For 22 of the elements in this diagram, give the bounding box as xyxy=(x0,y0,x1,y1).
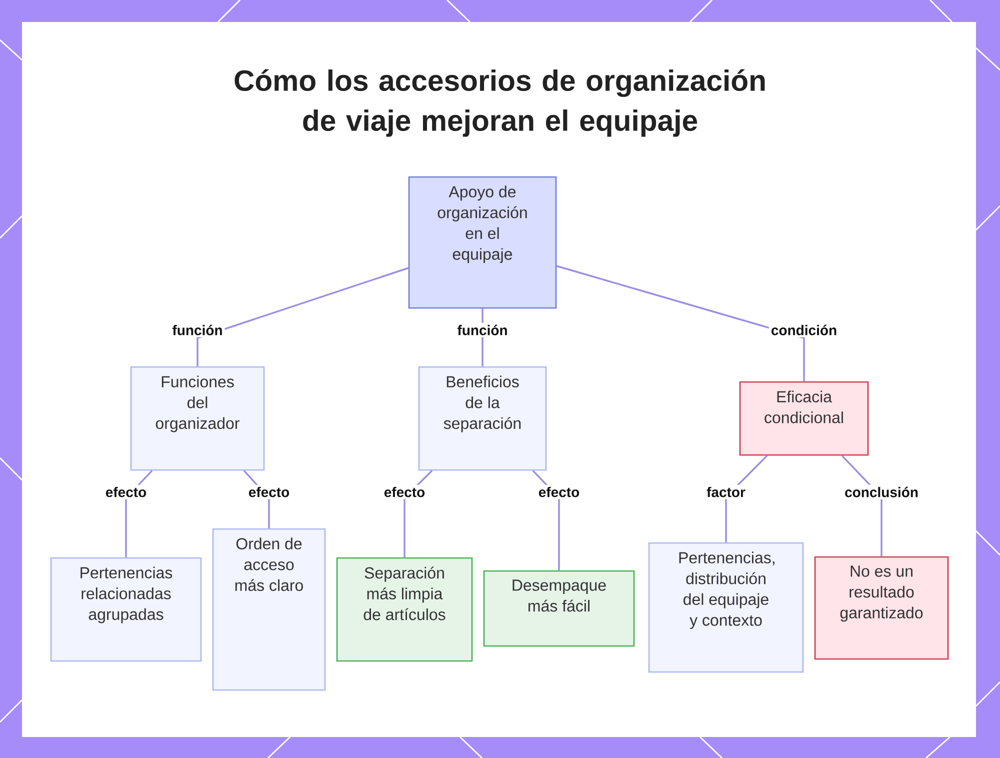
connector-line xyxy=(556,265,805,382)
concept-box: Apoyo de organización en el equipaje xyxy=(408,176,557,309)
title: Cómo los accesorios de organización de viaje mejoran el equipaje xyxy=(234,69,765,137)
edge-label: condición xyxy=(768,322,840,338)
edge-label: función xyxy=(170,322,225,338)
edge-label: factor xyxy=(704,484,748,500)
concept-box: Desempaque más fácil xyxy=(483,570,635,647)
concept-box: Pertenencias, distribución del equipaje y contexto xyxy=(648,542,804,673)
edge-label: conclusión xyxy=(842,484,920,500)
edge-label: efecto xyxy=(246,484,292,500)
concept-box: Beneficios de la separación xyxy=(418,366,547,471)
concept-box: Funciones del organizador xyxy=(130,366,265,471)
concept-box: Separación más limpia de artículos xyxy=(336,557,473,662)
edge-label: función xyxy=(455,322,510,338)
concept-box: Pertenencias relacionadas agrupadas xyxy=(50,557,202,662)
edge-label: efecto xyxy=(382,484,428,500)
edge-label: efecto xyxy=(103,484,149,500)
concept-box: No es un resultado garantizado xyxy=(814,556,949,660)
concept-box: Orden de acceso más claro xyxy=(212,528,326,691)
concept-box: Eficacia condicional xyxy=(739,381,869,456)
edge-label: efecto xyxy=(536,484,582,500)
connector-line xyxy=(196,267,409,366)
